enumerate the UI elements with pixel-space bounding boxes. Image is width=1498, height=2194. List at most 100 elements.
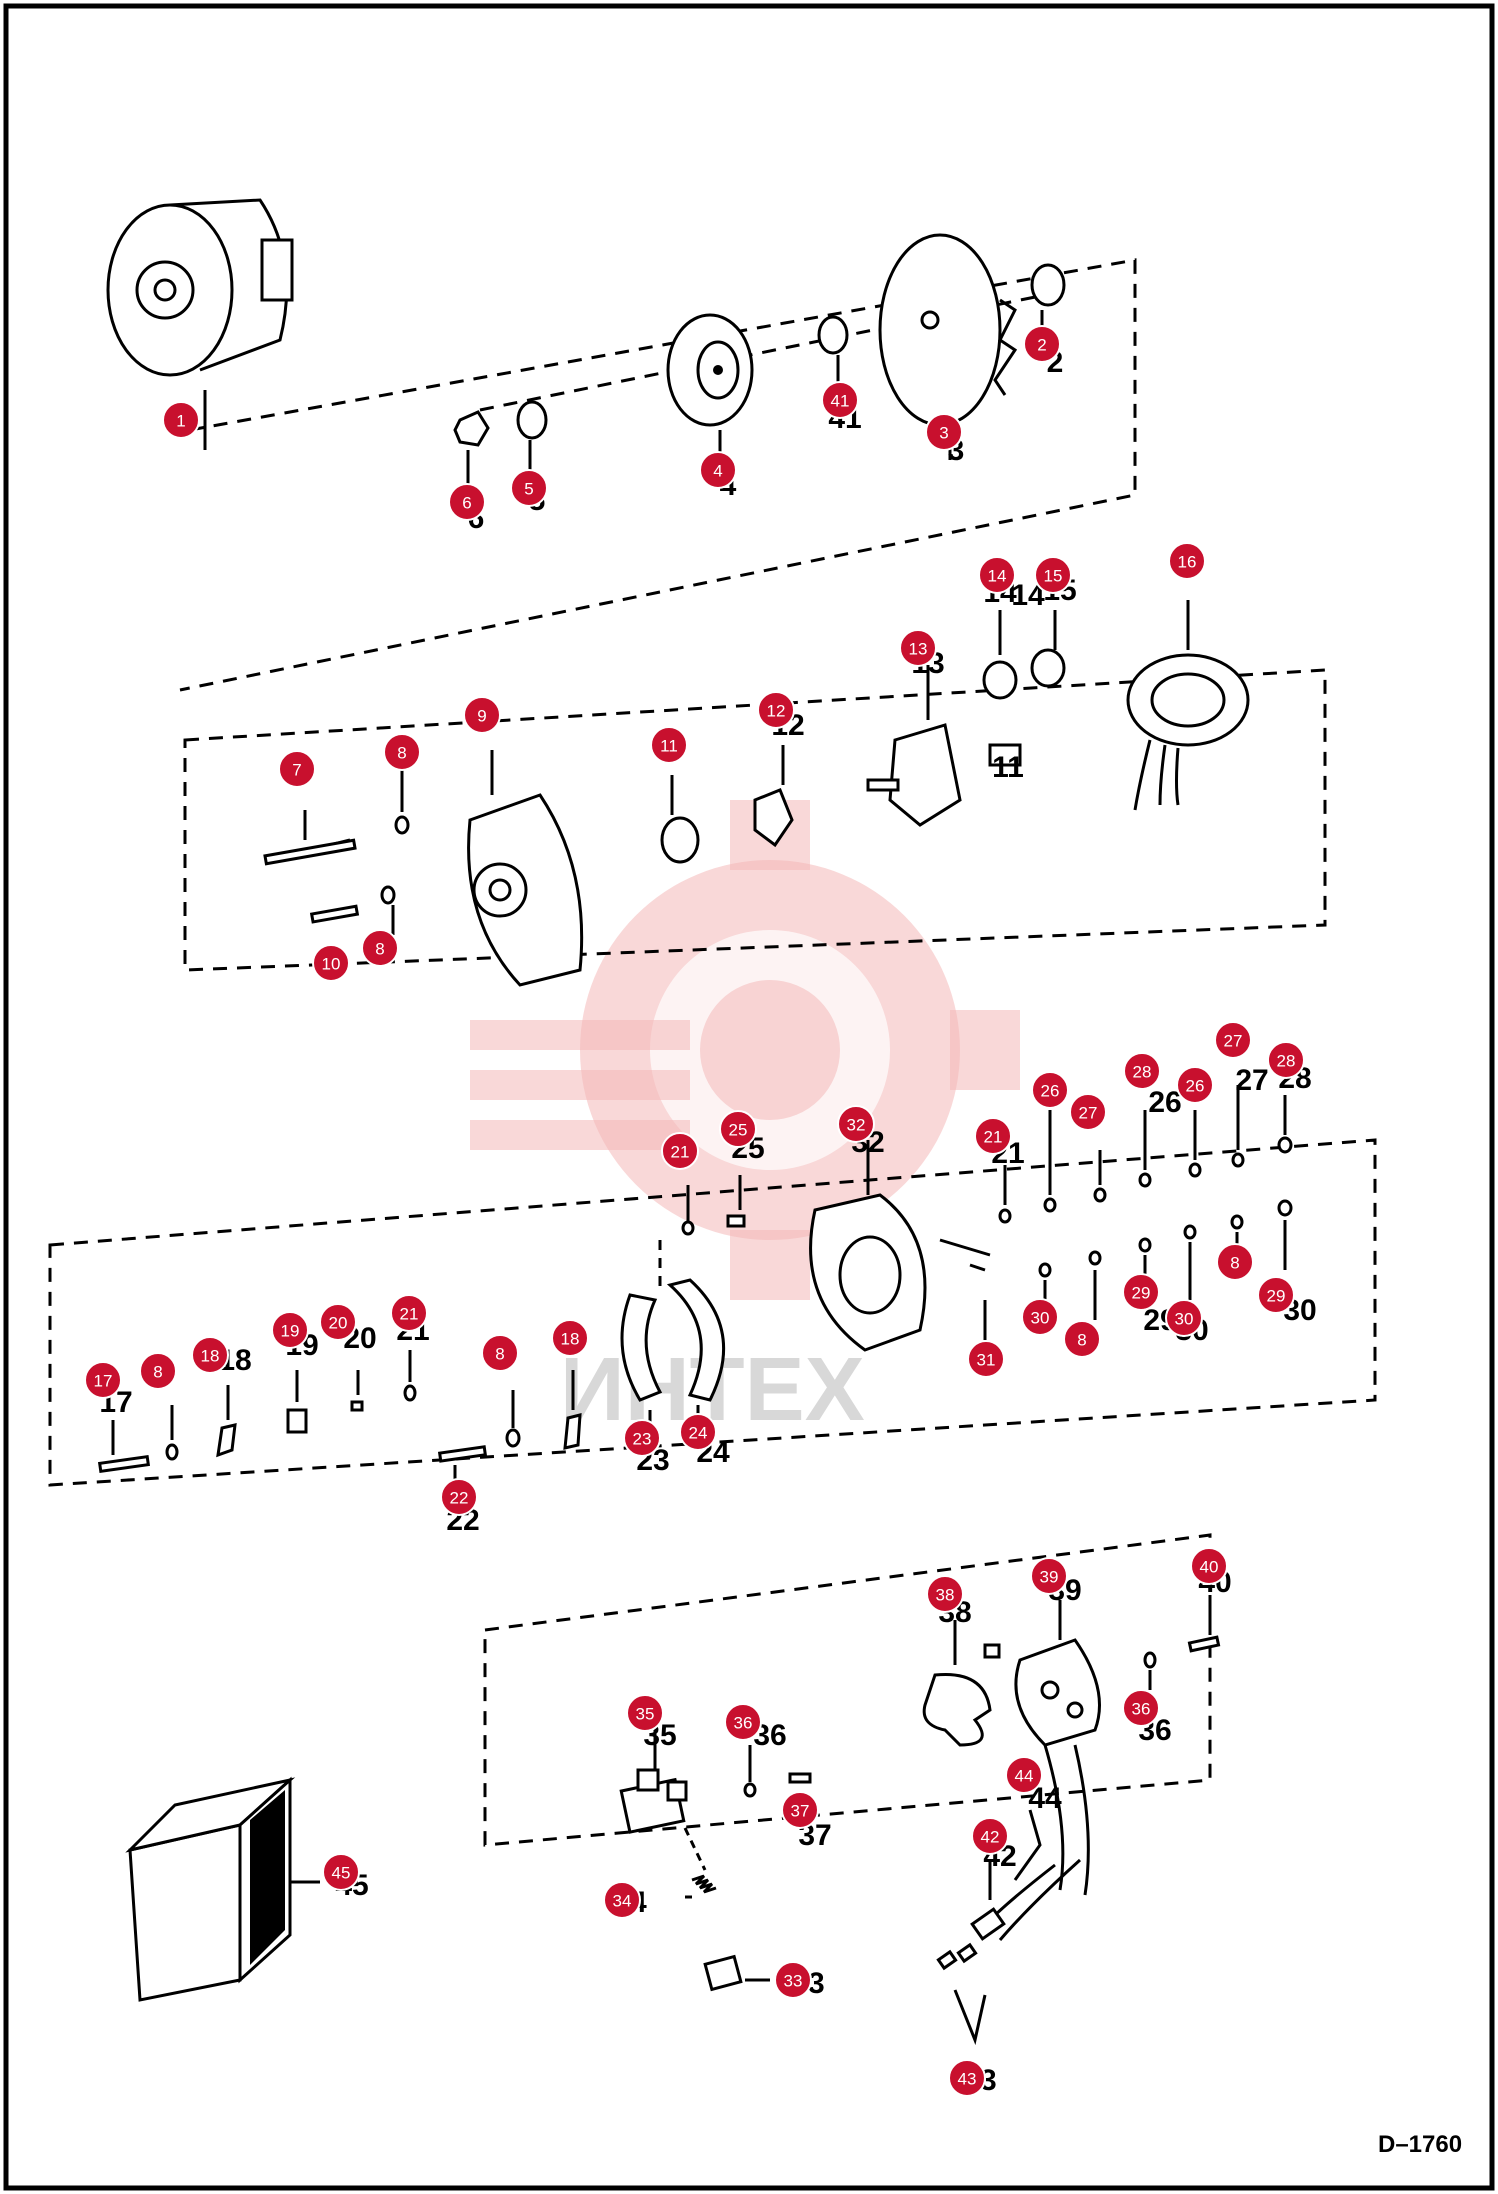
callout-badge-25: 25 — [719, 1110, 757, 1148]
callout-badge-16: 16 — [1168, 542, 1206, 580]
callout-badge-34: 34 — [603, 1881, 641, 1919]
washer-part — [516, 400, 548, 440]
callout-label: 38 — [936, 1586, 955, 1605]
callout-badge-40: 40 — [1190, 1547, 1228, 1585]
callout-badge-21: 21 — [661, 1132, 699, 1170]
callout-badge-8: 8 — [1063, 1320, 1101, 1358]
callout-badge-43: 43 — [948, 2059, 986, 2097]
callout-label: 43 — [958, 2070, 977, 2089]
callout-label: 11 — [660, 737, 678, 756]
callout-badge-41: 41 — [821, 381, 859, 419]
callout-badge-8: 8 — [1216, 1243, 1254, 1281]
callout-badge-1: 1 — [162, 401, 200, 439]
callout-label: 29 — [1132, 1284, 1151, 1303]
callout-label: 8 — [153, 1363, 162, 1382]
group-outline-drive-end — [183, 668, 1327, 972]
callout-label: 33 — [784, 1972, 803, 1991]
callout-badge-24: 24 — [679, 1413, 717, 1451]
callout-badge-14: 14 — [978, 556, 1016, 594]
callout-badge-2: 2 — [1023, 325, 1061, 363]
callout-label: 45 — [332, 1864, 351, 1883]
bolt-part-22 — [437, 1445, 488, 1463]
bolt-part-17 — [97, 1455, 151, 1473]
callout-badge-37: 37 — [781, 1791, 819, 1829]
callout-badge-20: 20 — [319, 1303, 357, 1341]
printed-number-11: 11 — [992, 751, 1024, 784]
callout-label: 7 — [292, 761, 301, 780]
callout-label: 35 — [636, 1705, 655, 1724]
callout-badge-44: 44 — [1005, 1756, 1043, 1794]
callout-badge-33: 33 — [774, 1961, 812, 1999]
callout-label: 29 — [1267, 1287, 1286, 1306]
callout-label: 36 — [1132, 1700, 1151, 1719]
callout-label: 36 — [734, 1714, 753, 1733]
fan-part — [878, 233, 1018, 427]
bearing-part — [660, 816, 700, 864]
callout-label: 32 — [847, 1116, 866, 1135]
callout-label: 17 — [94, 1372, 113, 1391]
callout-label: 18 — [561, 1330, 580, 1349]
callout-badge-17: 17 — [84, 1361, 122, 1399]
callout-label: 25 — [729, 1121, 748, 1140]
callout-label: 3 — [939, 424, 948, 443]
callout-label: 8 — [495, 1345, 504, 1364]
callout-label: 8 — [375, 940, 384, 959]
callout-label: 37 — [791, 1802, 810, 1821]
callout-label: 24 — [689, 1424, 708, 1443]
callout-badge-9: 9 — [463, 696, 501, 734]
heatsink-part-23 — [620, 1293, 663, 1402]
group-outline-pulley — [179, 258, 1137, 692]
pulley-part — [666, 313, 754, 427]
callout-label: 2 — [1037, 336, 1046, 355]
callout-badge-29: 29 — [1122, 1273, 1160, 1311]
long-bolt-part — [263, 838, 357, 866]
callout-label: 30 — [1031, 1309, 1050, 1328]
callout-badge-18: 18 — [551, 1319, 589, 1357]
callout-badge-26: 26 — [1031, 1071, 1069, 1109]
callout-badge-30: 30 — [1165, 1299, 1203, 1337]
callout-label: 13 — [909, 640, 928, 659]
callout-label: 21 — [984, 1128, 1003, 1147]
callout-badge-28: 28 — [1267, 1041, 1305, 1079]
callout-badge-42: 42 — [971, 1817, 1009, 1855]
callout-badge-26: 26 — [1176, 1066, 1214, 1104]
callout-label: 19 — [281, 1322, 300, 1341]
callout-badge-23: 23 — [623, 1419, 661, 1457]
alternator-assembly — [106, 198, 294, 377]
callout-label: 8 — [397, 744, 406, 763]
callout-label: 41 — [831, 392, 850, 411]
callout-label: 1 — [176, 412, 185, 431]
callout-label: 28 — [1277, 1052, 1296, 1071]
slip-ring-end-housing-part — [809, 1193, 991, 1352]
rear-bearing-part — [982, 660, 1018, 700]
callout-label: 23 — [633, 1430, 652, 1449]
callout-badge-18: 18 — [191, 1336, 229, 1374]
heatsink-part-24 — [666, 1278, 726, 1402]
clip-part-18 — [216, 1423, 237, 1458]
outer-frame — [3, 3, 1495, 2191]
stator-part — [1126, 653, 1250, 811]
callout-badge-8: 8 — [361, 929, 399, 967]
callout-label: 20 — [329, 1314, 348, 1333]
callout-badge-32: 32 — [837, 1105, 875, 1143]
wiring-harness-part — [936, 1858, 1082, 1971]
callout-label: 31 — [977, 1351, 996, 1370]
callout-label: 15 — [1044, 567, 1063, 586]
callout-badge-31: 31 — [967, 1340, 1005, 1378]
callout-label: 16 — [1178, 553, 1197, 572]
callout-label: 6 — [462, 494, 471, 513]
figure-code: D–1760 — [1378, 2131, 1462, 2158]
callout-badge-39: 39 — [1030, 1557, 1068, 1595]
callout-label: 44 — [1015, 1767, 1034, 1786]
callout-label: 5 — [524, 480, 533, 499]
callout-label: 10 — [322, 955, 341, 974]
gasket-part — [922, 1672, 992, 1747]
callout-badge-29: 29 — [1257, 1276, 1295, 1314]
callout-badge-3: 3 — [925, 413, 963, 451]
callout-label: 18 — [201, 1347, 220, 1366]
rotor-part — [866, 723, 1022, 827]
callout-badge-28: 28 — [1123, 1052, 1161, 1090]
